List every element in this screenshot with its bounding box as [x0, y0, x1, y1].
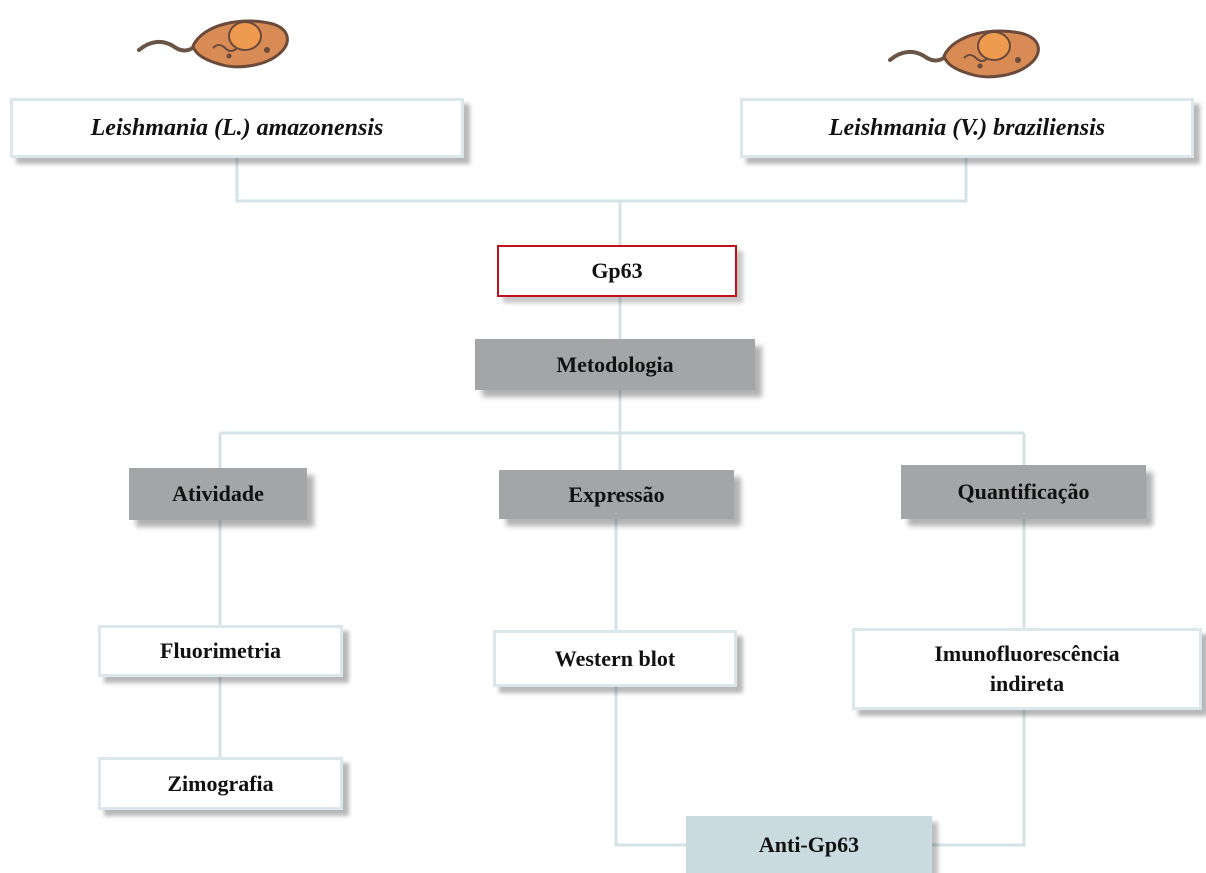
- antibody-box: Anti-Gp63: [686, 816, 932, 873]
- parasite-icon: [137, 19, 289, 69]
- category-label-expression: Expressão: [568, 481, 665, 507]
- target-box-gp63: Gp63: [497, 245, 737, 297]
- connector-species-right: [620, 158, 968, 203]
- target-label: Gp63: [591, 258, 643, 284]
- category-label-activity: Atividade: [172, 481, 264, 507]
- technique-box-western-blot: Western blot: [493, 630, 737, 687]
- category-box-expression: Expressão: [499, 470, 734, 519]
- category-box-quantification: Quantificação: [901, 465, 1146, 519]
- category-label-quantification: Quantificação: [957, 479, 1090, 505]
- species-label-braziliensis: Leishmania (V.) braziliensis: [828, 114, 1106, 141]
- parasite-icon: [888, 29, 1040, 79]
- species-label-amazonensis: Leishmania (L.) amazonensis: [90, 114, 384, 141]
- technique-label-zymography: Zimografia: [167, 770, 274, 796]
- technique-box-zymography: Zimografia: [98, 757, 343, 810]
- technique-label-immunofluorescence: Imunofluorescência indireta: [934, 641, 1120, 696]
- method-box: Metodologia: [475, 339, 755, 390]
- category-box-activity: Atividade: [129, 468, 307, 520]
- connector-immuno-antibody: [932, 710, 1026, 847]
- technique-box-fluorimetry: Fluorimetria: [98, 625, 343, 677]
- connector-species-left: [235, 158, 620, 203]
- technique-label-fluorimetry: Fluorimetria: [160, 638, 281, 664]
- species-box-braziliensis: Leishmania (V.) braziliensis: [740, 98, 1194, 158]
- method-label: Metodologia: [556, 351, 674, 377]
- technique-label-western-blot: Western blot: [554, 645, 676, 671]
- technique-box-immunofluorescence: Imunofluorescência indireta: [852, 628, 1202, 710]
- species-box-amazonensis: Leishmania (L.) amazonensis: [10, 98, 464, 158]
- antibody-label: Anti-Gp63: [758, 831, 860, 857]
- connector-western-antibody: [614, 687, 686, 847]
